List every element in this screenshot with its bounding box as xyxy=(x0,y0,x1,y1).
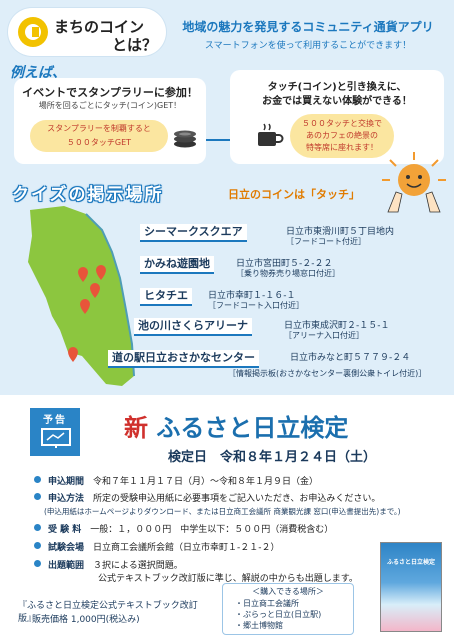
textbook-name: 『ふるさと日立検定公式テキストブック改訂版』 xyxy=(18,601,198,624)
location-address: 日立市みなと町５７７９-２４ xyxy=(290,353,411,363)
exam-info-text: 所定の受験申込用紙に必要事項をご記入いただき、お申込みください。 xyxy=(93,494,381,504)
exam-info-row: 出題範囲 ３択による選択問題。 xyxy=(48,558,183,571)
location-address: 日立市東成沢町２-１５-１ xyxy=(284,321,390,331)
notice-badge: 予告 xyxy=(30,408,80,456)
experience-bubble: ５００タッチと交換で あのカフェの絶景の 特等席に座れます！ xyxy=(290,114,394,158)
map-pin-icon xyxy=(80,299,90,314)
exam-info-label: 申込期間 xyxy=(48,477,85,487)
experience-bubble-line: 特等席に座れます！ xyxy=(306,143,378,152)
logo-text-question: とは？ xyxy=(112,36,158,54)
exam-info-label: 申込方法 xyxy=(48,494,85,504)
purchase-location: ・郷土博物館 xyxy=(235,621,283,630)
bullet-icon xyxy=(34,476,41,483)
exam-title-main: ふるさと日立検定 xyxy=(148,414,349,442)
hitachi-map xyxy=(28,206,135,386)
purchase-locations: ＜購入できる場所＞ ・日立商工会議所 ・ぷらっと日立(日立駅) ・郷土博物館 xyxy=(222,583,354,635)
bullet-icon xyxy=(34,524,41,531)
coffee-cup-icon xyxy=(258,123,284,146)
stamp-rally-subtitle: 場所を回るごとにタッチ(コイン)GET！ xyxy=(38,101,182,110)
exam-info-note: (申込用紙はホームページよりダウンロード、または日立商工会議所 商業観光課 窓口… xyxy=(44,507,401,516)
location-note: ［フードコート入口付近］ xyxy=(208,301,304,310)
subtagline: スマートフォンを使って利用することができます！ xyxy=(204,41,412,51)
purchase-location: ・ぷらっと日立(日立駅) xyxy=(235,610,322,619)
map-pin-icon xyxy=(68,347,78,362)
exam-info-text: ３択による選択問題。 xyxy=(93,561,183,571)
exam-info-text: 日立商工会議所会館（日立市幸町１-２１-２） xyxy=(93,543,280,553)
bullet-icon xyxy=(34,493,41,500)
exam-info-label: 受 験 料 xyxy=(48,525,82,535)
textbook-price: 販売価格 1,000円(税込み) xyxy=(32,615,140,625)
logo: まちのコイン とは？ xyxy=(8,8,166,56)
notice-badge-text: 予告 xyxy=(43,415,67,426)
experience-card: タッチ(コイン)と引き換えに、 お金では買えない体験ができる！ ５００タッチと交… xyxy=(230,70,444,164)
bullet-icon xyxy=(34,542,41,549)
purchase-locations-title: ＜購入できる場所＞ xyxy=(252,587,324,596)
example-label: 例えば、 xyxy=(10,65,66,81)
location-name: かみね遊園地 xyxy=(140,256,214,274)
exam-info-row: 受 験 料 一般：１，０００円 中学生以下：５００円（消費税含む） xyxy=(48,522,333,535)
exam-date: 検定日 令和８年１月２４日（土） xyxy=(168,450,377,465)
location-name: 池の川さくらアリーナ xyxy=(134,318,252,336)
exam-info-label: 試験会場 xyxy=(48,543,85,553)
exam-info-text: 一般：１，０００円 中学生以下：５００円（消費税含む） xyxy=(90,525,334,535)
stamp-rally-card: イベントでスタンプラリーに参加！ 場所を回るごとにタッチ(コイン)GET！ スタ… xyxy=(14,78,206,164)
quiz-locations-heading: クイズの掲示場所 xyxy=(12,185,164,205)
textbook-cover-title: ふるさと日立検定 xyxy=(386,559,435,566)
location-address: 日立市東滑川町５丁目地内 xyxy=(286,227,395,237)
textbook-info: 『ふるさと日立検定公式テキストブック改訂版』 販売価格 1,000円(税込み) xyxy=(18,594,200,628)
presentation-board-icon xyxy=(41,428,71,448)
location-address: 日立市幸町１-１６-１ xyxy=(208,291,296,301)
map-pin-icon xyxy=(90,283,100,298)
map-pin-icon xyxy=(96,264,106,280)
map-pin-icon xyxy=(78,267,88,282)
location-note: ［乗り物券売り場窓口付近］ xyxy=(236,269,340,278)
exam-info-row: 申込期間 令和７年１１月１７日（月）～令和８年１月９日（金） xyxy=(48,474,318,487)
experience-title: お金では買えない体験ができる！ xyxy=(262,96,412,107)
location-note: ［フードコート付近］ xyxy=(286,237,366,246)
exam-title: 新 ふるさと日立検定 xyxy=(124,408,348,443)
purchase-location: ・日立商工会議所 xyxy=(235,599,299,608)
exam-info-label: 出題範囲 xyxy=(48,561,85,571)
experience-bubble-line: ５００タッチと交換で xyxy=(302,119,382,128)
location-name: ヒタチエ xyxy=(140,288,192,306)
tagline: 地域の魅力を発見するコミュニティ通貨アプリ xyxy=(182,20,434,34)
stamp-rally-bubble-line: スタンプラリーを制覇すると xyxy=(47,124,151,133)
stamp-rally-title: イベントでスタンプラリーに参加！ xyxy=(22,86,198,99)
logo-text: まちのコイン xyxy=(54,18,145,36)
location-name: 道の駅日立おさかなセンター xyxy=(108,350,259,368)
location-name: シーマークスクエア xyxy=(140,224,247,242)
exam-info-row: 試験会場 日立商工会議所会館（日立市幸町１-２１-２） xyxy=(48,540,280,553)
exam-info-row: 申込方法 所定の受験申込用紙に必要事項をご記入いただき、お申込みください。 xyxy=(48,491,380,504)
location-address: 日立市宮田町５-２-２２ xyxy=(236,259,333,269)
coin-logo-icon xyxy=(18,17,48,47)
location-note: ［アリーナ入口付近］ xyxy=(284,331,364,340)
textbook-cover-image: ふるさと日立検定 xyxy=(380,542,442,632)
exam-info-text: 令和７年１１月１７日（月）～令和８年１月９日（金） xyxy=(93,477,319,487)
sun-mascot-icon xyxy=(382,152,446,213)
exam-title-new: 新 xyxy=(124,414,148,442)
location-note: ［情報掲示板(おさかなセンター裏側公衆トイレ付近)］ xyxy=(228,369,427,378)
coin-intro-section: まちのコイン とは？ 地域の魅力を発見するコミュニティ通貨アプリ スマートフォン… xyxy=(0,0,454,395)
coins-icon xyxy=(174,130,196,148)
experience-bubble-line: あのカフェの絶景の xyxy=(306,131,378,140)
stamp-rally-bubble: スタンプラリーを制覇すると ５００タッチGET xyxy=(30,120,168,152)
stamp-rally-bubble-line: ５００タッチGET xyxy=(66,138,132,147)
exam-info-text-cont: 公式テキストブック改訂版に準じ、解説の中からも出題します。 xyxy=(98,574,358,584)
bullet-icon xyxy=(34,560,41,567)
experience-title: タッチ(コイン)と引き換えに、 xyxy=(267,82,407,93)
coin-name-label: 日立のコインは「タッチ」 xyxy=(228,188,360,201)
